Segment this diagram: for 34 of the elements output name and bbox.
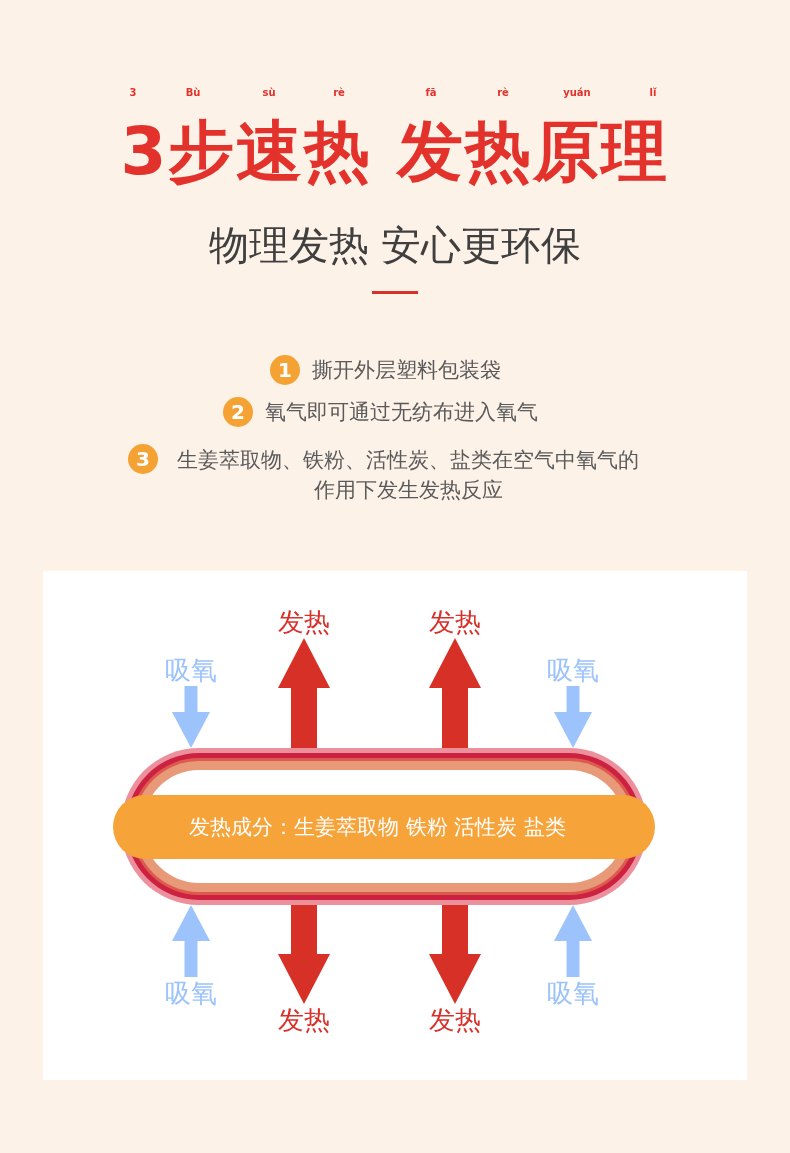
pinyin-text: rè [496,86,510,100]
step-text: 生姜萃取物、铁粉、活性炭、盐类在空气中氧气的作用下发生发热反应 [176,447,640,504]
heat-arrow [429,638,481,748]
pinyin-text: lǐ [648,86,658,100]
heat-pack [113,748,655,905]
heat-label: 发热 [425,606,485,638]
subtitle: 物理发热 安心更环保 [207,221,583,270]
step-text: 撕开外层塑料包装袋 [312,357,501,384]
heat-label: 发热 [274,1004,334,1036]
oxygen-label: 吸氧 [543,654,603,686]
pinyin-text: fā [424,86,438,100]
oxygen-arrow [172,905,210,977]
oxygen-label: 吸氧 [161,654,221,686]
heat-arrow [429,905,481,1004]
oxygen-arrow [554,686,592,748]
oxygen-label: 吸氧 [161,977,221,1009]
title: 3步速热 发热原理 [119,112,671,192]
step-text: 氧气即可通过无纺布进入氧气 [265,399,538,426]
pinyin-text: Bù [184,86,202,100]
oxygen-label: 吸氧 [543,977,603,1009]
pinyin-text: sù [261,86,277,100]
heat-arrow [278,905,330,1004]
step-number: 2 [223,397,253,427]
heat-label: 发热 [425,1004,485,1036]
step-number: 1 [270,355,300,385]
oxygen-arrow [172,686,210,748]
step-number: 3 [128,444,158,474]
ingredient-text: 发热成分：生姜萃取物 铁粉 活性炭 盐类 [189,814,567,841]
oxygen-arrow [554,905,592,977]
pinyin-text: rè [332,86,346,100]
pinyin-text: 3 [128,86,138,100]
heat-arrow [278,638,330,748]
heat-label: 发热 [274,606,334,638]
pinyin-text: yuán [562,86,592,100]
